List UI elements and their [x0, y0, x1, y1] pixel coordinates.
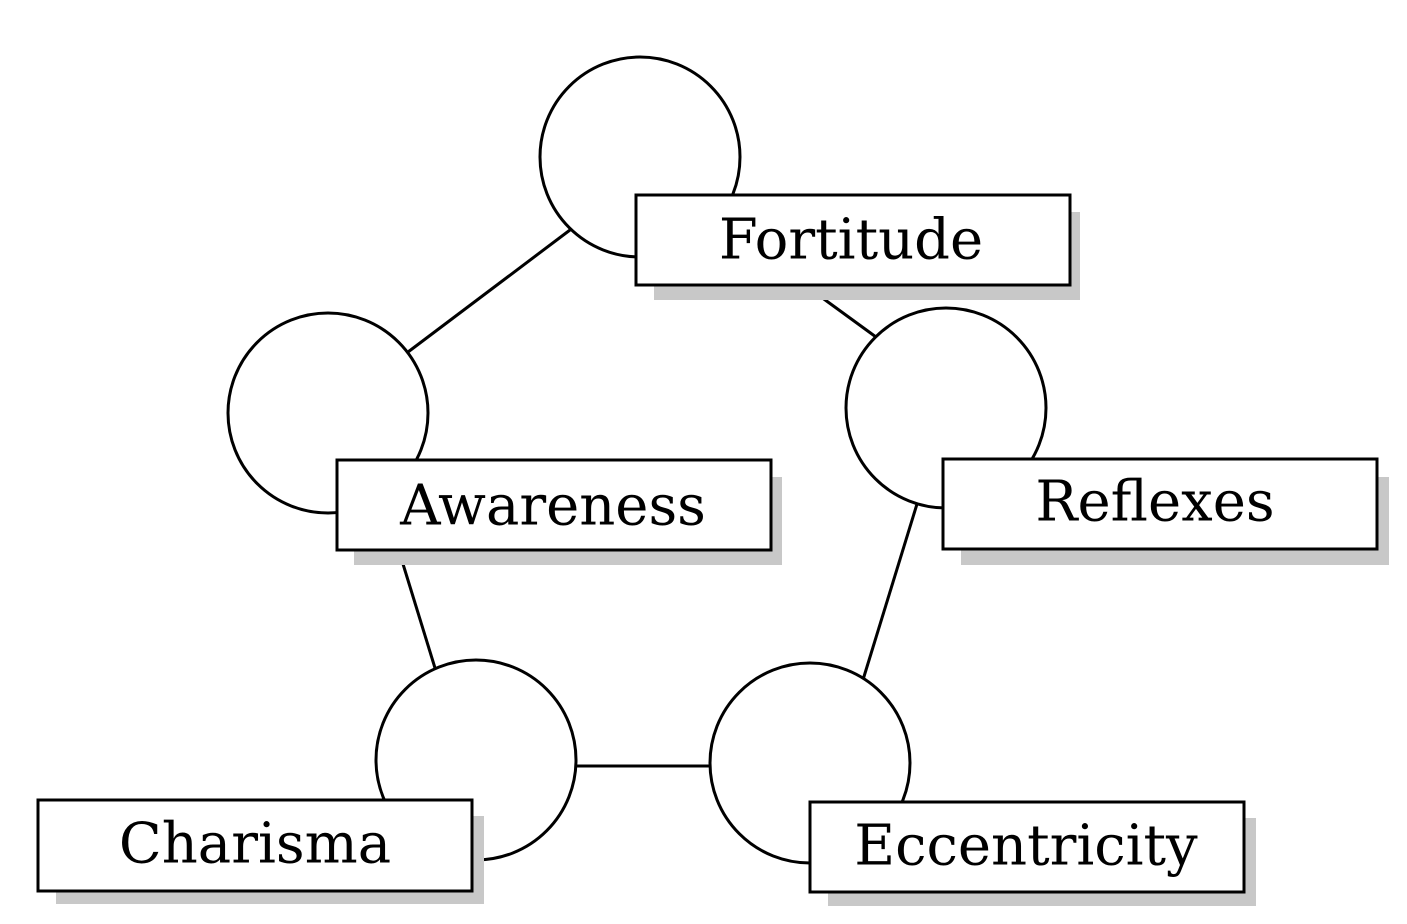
label-box	[36, 798, 474, 893]
node-label-charisma: Charisma	[119, 812, 391, 877]
label-awareness: Awareness	[335, 458, 782, 565]
edge-fortitude-awareness	[407, 228, 571, 354]
label-box	[941, 457, 1379, 551]
label-box	[335, 458, 773, 552]
label-fortitude: Fortitude	[634, 193, 1080, 300]
node-label-fortitude: Fortitude	[719, 208, 983, 273]
node-label-reflexes: Reflexes	[1035, 470, 1274, 535]
label-reflexes: Reflexes	[941, 457, 1389, 565]
edge-charisma-awareness	[397, 550, 437, 669]
label-box	[634, 193, 1072, 287]
label-eccentricity: Eccentricity	[808, 800, 1256, 906]
label-box	[808, 800, 1246, 894]
node-label-awareness: Awareness	[399, 474, 706, 539]
node-label-eccentricity: Eccentricity	[854, 814, 1198, 879]
label-charisma: Charisma	[36, 798, 484, 904]
edge-reflexes-eccentricity	[860, 503, 919, 684]
